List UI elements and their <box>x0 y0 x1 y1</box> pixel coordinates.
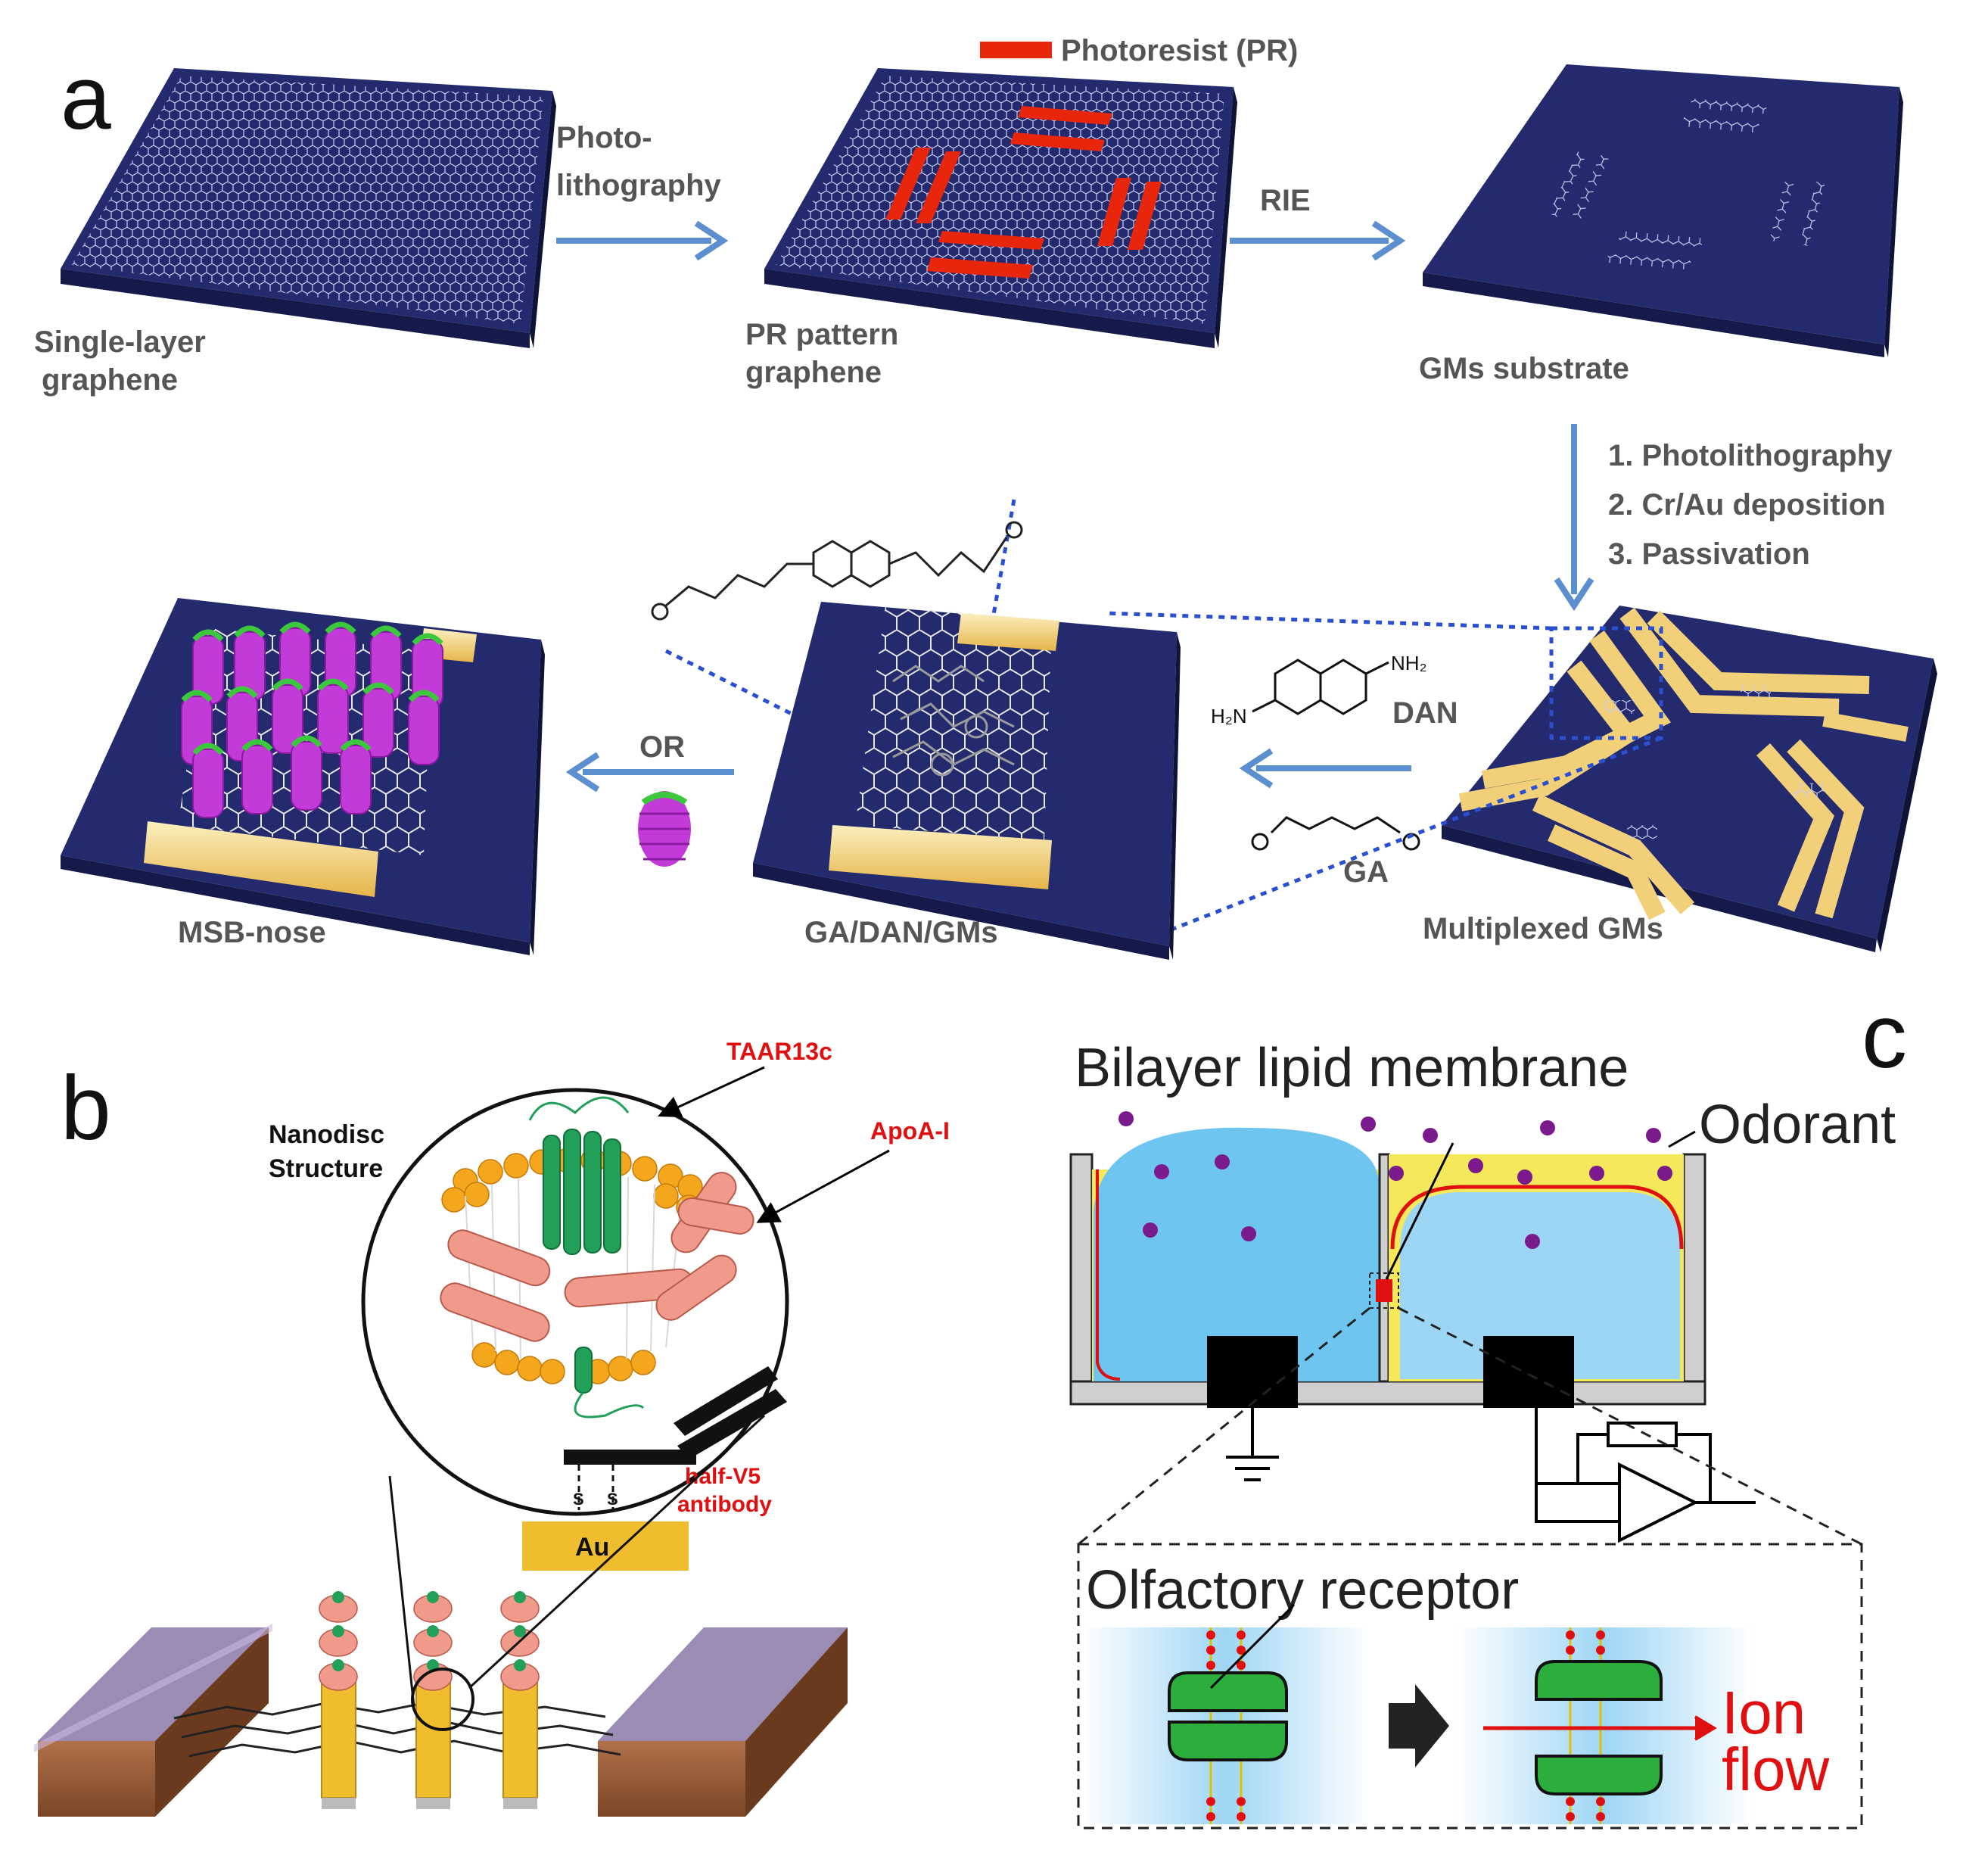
chamber <box>1069 1127 1756 1543</box>
dan-label: DAN <box>1392 696 1458 730</box>
nanowire-device <box>34 1414 848 1817</box>
apoa-pointer <box>756 1149 890 1223</box>
arrow-down-processing <box>1554 424 1594 612</box>
photoresist-legend-swatch <box>980 42 1052 58</box>
arrow-rie-label: RIE <box>1260 184 1311 217</box>
single-layer-label-2: graphene <box>42 363 178 397</box>
ion-flow-label-2: flow <box>1722 1736 1829 1803</box>
linker-molecule <box>651 521 1023 621</box>
sulfur-label-1: S <box>573 1490 584 1509</box>
apoa-label: ApoA-I <box>870 1117 950 1144</box>
sulfur-label-2: S <box>607 1490 618 1509</box>
arrow-photo-label-2: lithography <box>556 169 722 202</box>
ga-molecule <box>1251 816 1420 851</box>
receptor-open <box>1457 1627 1752 1824</box>
arrow-photo-label-1: Photo- <box>556 121 652 154</box>
receptor-pointer <box>1209 1603 1296 1690</box>
pr-pattern-substrate <box>764 68 1237 348</box>
or-receptor-icon <box>638 791 691 867</box>
photoresist-bars <box>885 106 1162 279</box>
nanodisc-label-2: Structure <box>269 1154 383 1183</box>
pr-pattern-label-2: graphene <box>745 356 882 389</box>
ion-flow-label-1: Ion <box>1722 1679 1806 1746</box>
arrow-dan-ga <box>1239 748 1411 789</box>
step-list-item-2: 2. Cr/Au deposition <box>1608 488 1886 522</box>
gms-substrate <box>1423 64 1903 357</box>
msb-nose-label: MSB-nose <box>178 916 326 949</box>
multiplexed-gms-substrate <box>1442 606 1937 952</box>
taar13c-pointer <box>658 1066 765 1118</box>
nanodisc-zoom-circle <box>361 1088 789 1571</box>
antibody-label-1: half-V5 <box>685 1464 761 1489</box>
ga-dan-gms-label: GA/DAN/GMs <box>804 916 998 949</box>
panel-b-label: b <box>61 1057 111 1159</box>
gms-substrate-label: GMs substrate <box>1419 352 1629 385</box>
photoresist-legend-label: Photoresist (PR) <box>1061 34 1298 67</box>
arrow-rie <box>1230 220 1406 261</box>
taar13c-label: TAAR13c <box>726 1038 832 1065</box>
bilayer-pointer <box>1385 1142 1454 1280</box>
odorant-pointer <box>1668 1130 1696 1148</box>
receptor-array <box>181 621 443 818</box>
au-label: Au <box>575 1533 609 1562</box>
zoom-projection-lines <box>1077 1306 1863 1830</box>
bilayer-label: Bilayer lipid membrane <box>1075 1038 1629 1098</box>
panel-a-label: a <box>61 47 111 148</box>
odorant-label: Odorant <box>1699 1095 1896 1155</box>
step-list-item-3: 3. Passivation <box>1608 537 1810 571</box>
pr-pattern-label-1: PR pattern <box>745 318 898 351</box>
arrow-or <box>565 752 734 793</box>
transition-arrow <box>1389 1684 1449 1767</box>
dan-h2n-label: H₂N <box>1211 705 1247 727</box>
receptor-closed <box>1082 1627 1370 1824</box>
ga-label: GA <box>1343 855 1389 889</box>
nanodisc-label-1: Nanodisc <box>269 1120 384 1149</box>
antibody-label-2: antibody <box>677 1492 772 1517</box>
dan-nh2-label: NH₂ <box>1391 652 1427 674</box>
olfactory-receptor-label: Olfactory receptor <box>1086 1560 1519 1621</box>
panel-c-label: c <box>1862 986 1907 1087</box>
dan-molecule <box>1252 659 1389 715</box>
multiplexed-gms-label: Multiplexed GMs <box>1423 912 1663 945</box>
step-list-item-1: 1. Photolithography <box>1608 439 1893 472</box>
single-layer-label-1: Single-layer <box>34 325 206 359</box>
ga-dan-gms-substrate <box>753 602 1181 960</box>
arrow-or-label: OR <box>639 730 685 764</box>
arrow-photolithography <box>556 220 729 261</box>
single-layer-graphene-substrate <box>61 68 556 348</box>
